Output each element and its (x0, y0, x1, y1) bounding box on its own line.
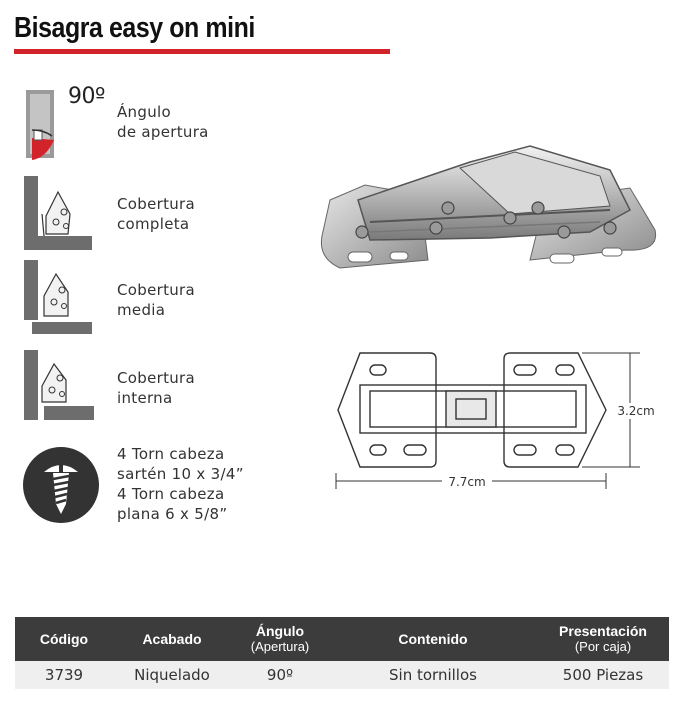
half-overlay-icon (24, 260, 92, 334)
header-contenido: Contenido (329, 617, 537, 661)
cell-contenido: Sin tornillos (329, 661, 537, 689)
table-row: 3739 Niquelado 90º Sin tornillos 500 Pie… (15, 661, 669, 689)
header-codigo: Código (15, 617, 113, 661)
feature-label: Cobertura completa (117, 195, 196, 233)
spec-table: Código Acabado Ángulo(Apertura) Contenid… (15, 617, 669, 689)
feature-label: Cobertura interna (117, 369, 196, 407)
header-presentacion: Presentación(Por caja) (537, 617, 669, 661)
header-acabado: Acabado (113, 617, 231, 661)
cell-presentacion: 500 Piezas (537, 661, 669, 689)
header-angulo: Ángulo(Apertura) (231, 617, 329, 661)
feature-label: Cobertura media (117, 281, 196, 319)
width-dimension: 7.7cm (448, 475, 485, 489)
feature-label: Ángulo de apertura (117, 103, 209, 141)
cell-codigo: 3739 (15, 661, 113, 689)
cell-acabado: Niquelado (113, 661, 231, 689)
feature-label: 4 Torn cabeza sartén 10 x 3/4” 4 Torn ca… (117, 445, 244, 523)
table-header-row: Código Acabado Ángulo(Apertura) Contenid… (15, 617, 669, 661)
angle-badge: 90º (68, 84, 105, 109)
cell-angulo: 90º (231, 661, 329, 689)
screw-icon (23, 447, 99, 523)
height-dimension: 3.2cm (617, 404, 654, 418)
inset-overlay-icon (24, 350, 94, 420)
full-overlay-icon (24, 176, 92, 250)
title-underline (14, 49, 390, 54)
opening-angle-icon (26, 90, 54, 160)
page-title: Bisagra easy on mini (14, 12, 255, 44)
hinge-drawing: 7.7cm 3.2cm (335, 352, 660, 489)
hinge-photo (320, 145, 657, 269)
